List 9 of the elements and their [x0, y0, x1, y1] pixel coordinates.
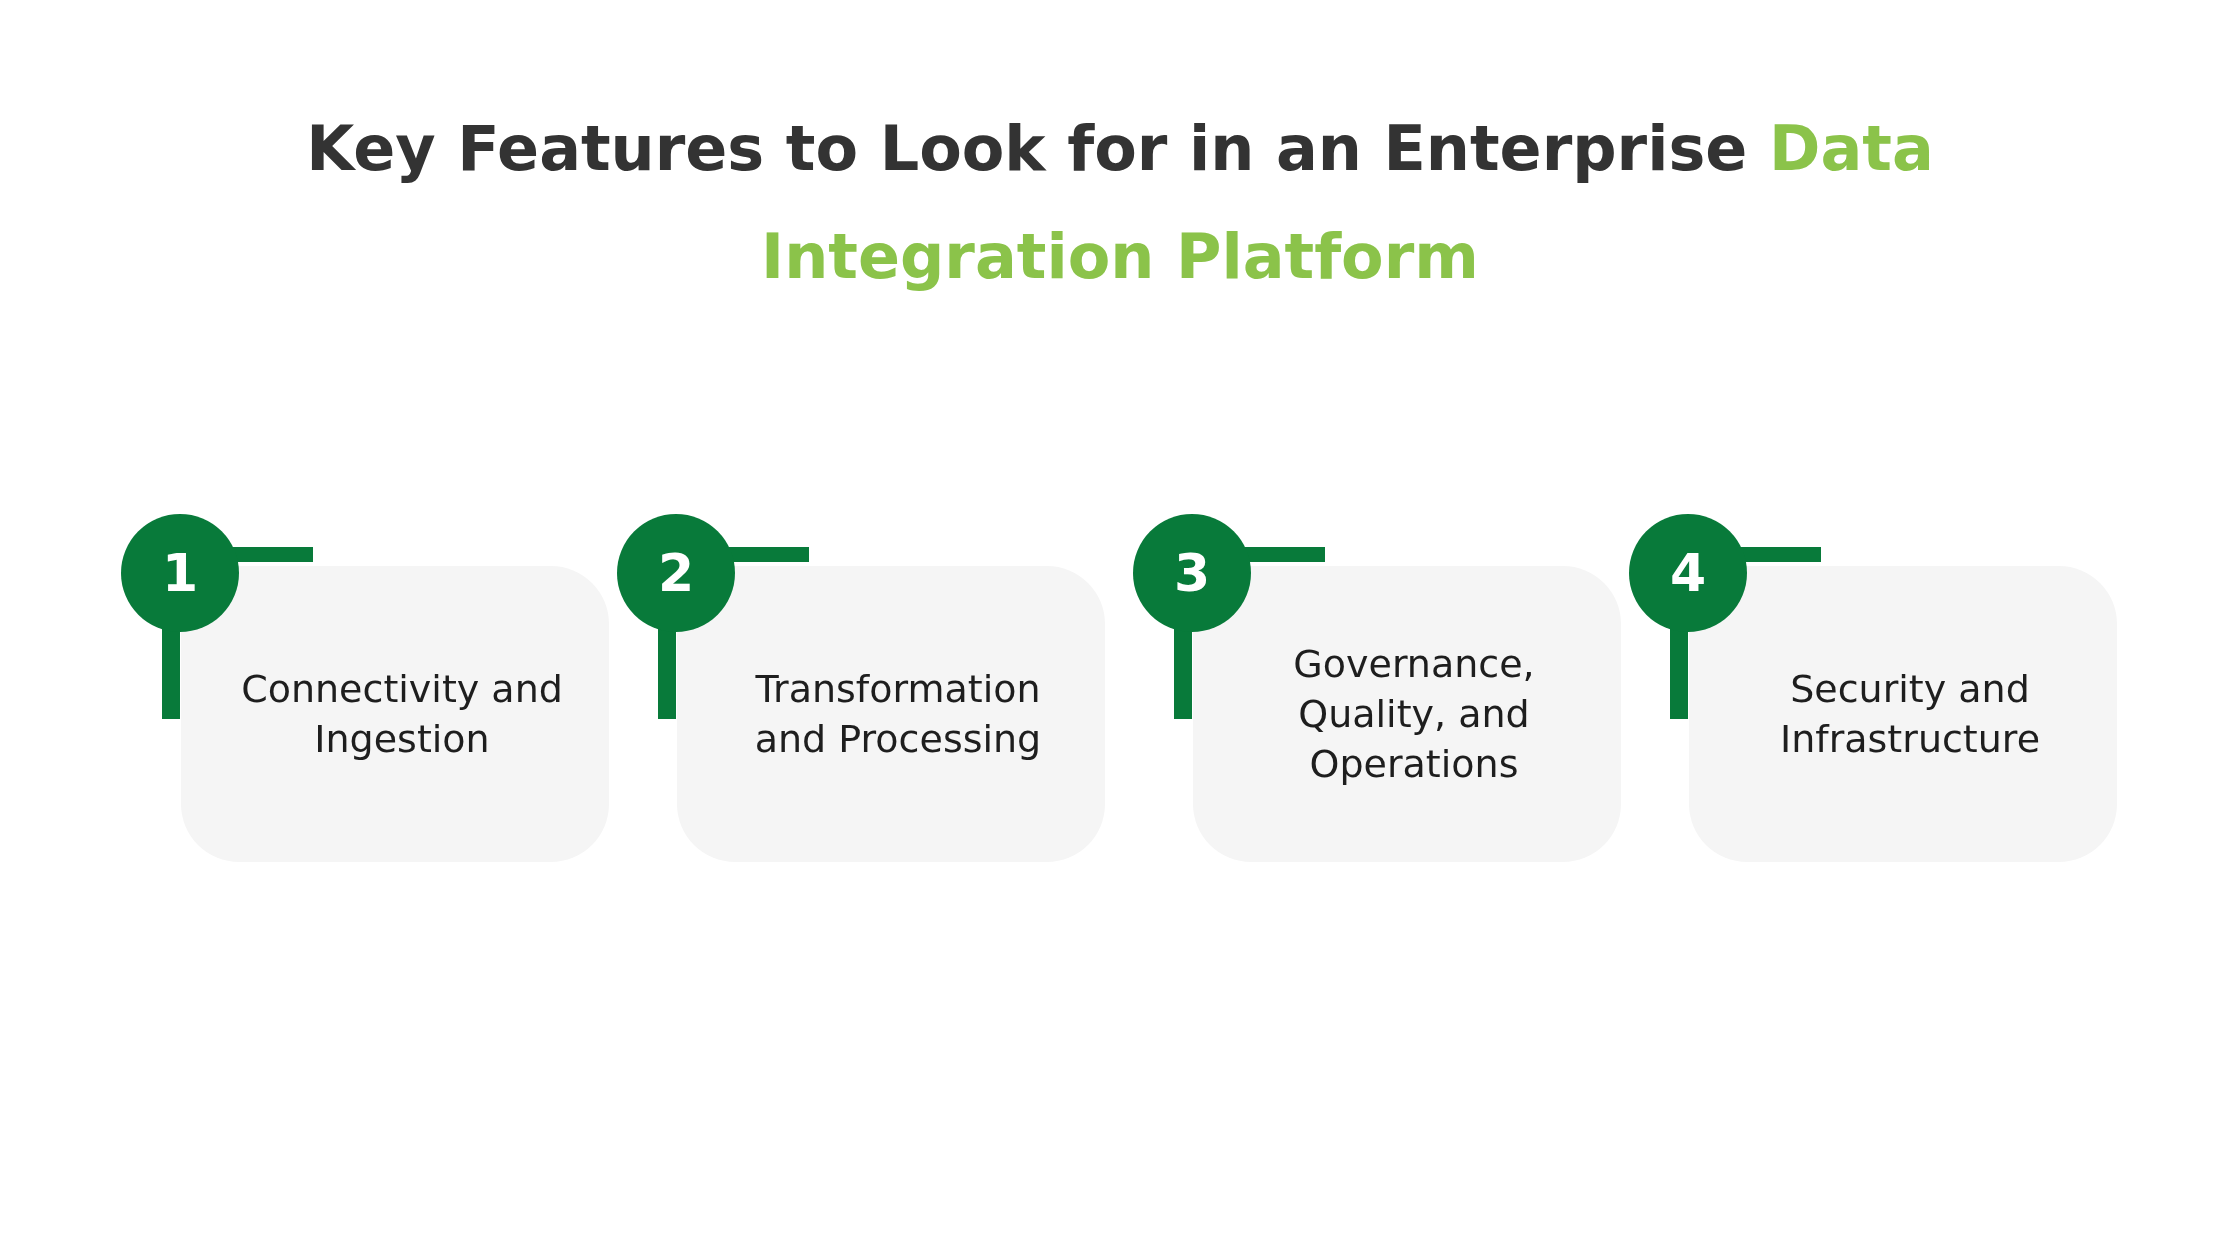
- title: Key Features to Look for in an Enterprise Data Integration Platform: [305, 111, 1935, 295]
- number-circle: 1: [121, 514, 239, 632]
- card-text: Governance, Quality, and Operations: [1292, 641, 1536, 788]
- card-text: Transformation and Processing: [753, 666, 1043, 763]
- card-text: Connectivity and Ingestion: [240, 666, 564, 763]
- number-circle: 4: [1629, 514, 1747, 632]
- number-circle: 3: [1133, 514, 1251, 632]
- card-text: Security and Infrastructure: [1779, 666, 2041, 763]
- number-circle: 2: [617, 514, 735, 632]
